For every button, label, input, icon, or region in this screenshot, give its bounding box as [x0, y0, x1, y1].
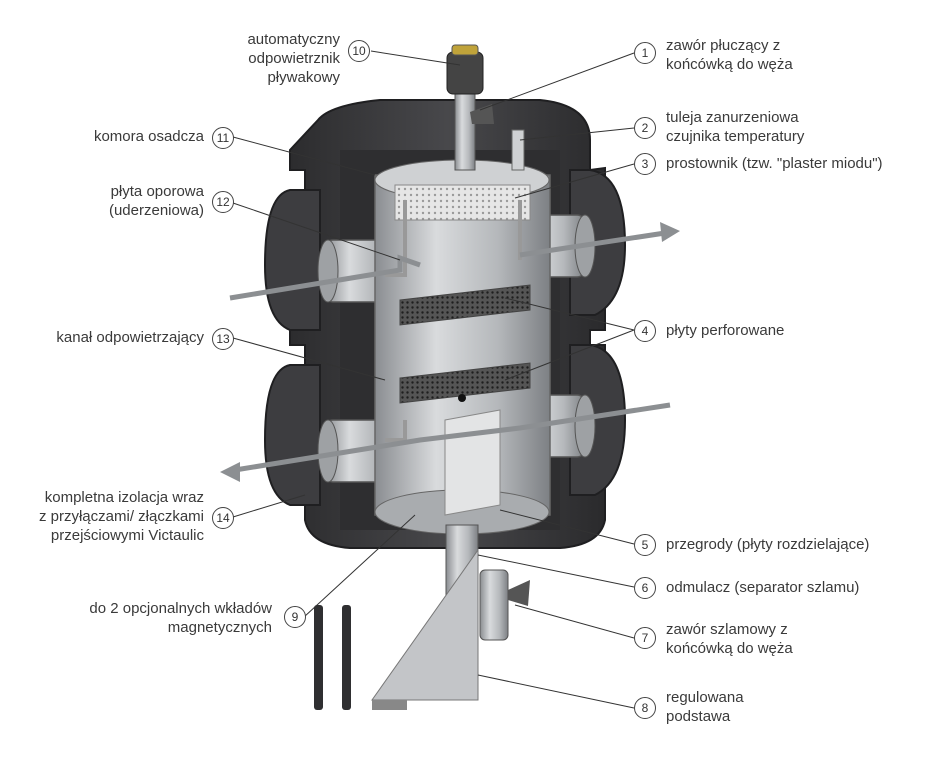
callout-number: 1: [634, 42, 656, 64]
flow-arrows: [220, 222, 680, 482]
callout-label: przegrody (płyty rozdzielające): [666, 536, 870, 553]
callout-label: prostownik (tzw. "plaster miodu"): [666, 155, 883, 172]
vessel-body: [374, 159, 551, 535]
callout-label: kanał odpowietrzający: [56, 329, 204, 346]
callout-number: 7: [634, 627, 656, 649]
callout-number: 13: [212, 328, 234, 350]
callout-number: 11: [212, 127, 234, 149]
top-fittings: [446, 44, 525, 171]
callout-number: 4: [634, 320, 656, 342]
drain-and-stand: [314, 524, 530, 710]
callout-number: 10: [348, 40, 370, 62]
callout-number: 9: [284, 606, 306, 628]
callout-number: 8: [634, 697, 656, 719]
callout-number: 14: [212, 507, 234, 529]
callout-number: 6: [634, 577, 656, 599]
callout-number: 2: [634, 117, 656, 139]
callout-label: płyty perforowane: [666, 322, 785, 339]
callout-label: komora osadcza: [93, 128, 204, 145]
leader-lines: [232, 50, 635, 709]
callout-number: 5: [634, 534, 656, 556]
callout-label: odmulacz (separator szlamu): [666, 579, 860, 596]
callout-label: płyta oporowa(uderzeniowa): [108, 183, 204, 219]
callout-number: 3: [634, 153, 656, 175]
callout-number: 12: [212, 191, 234, 213]
